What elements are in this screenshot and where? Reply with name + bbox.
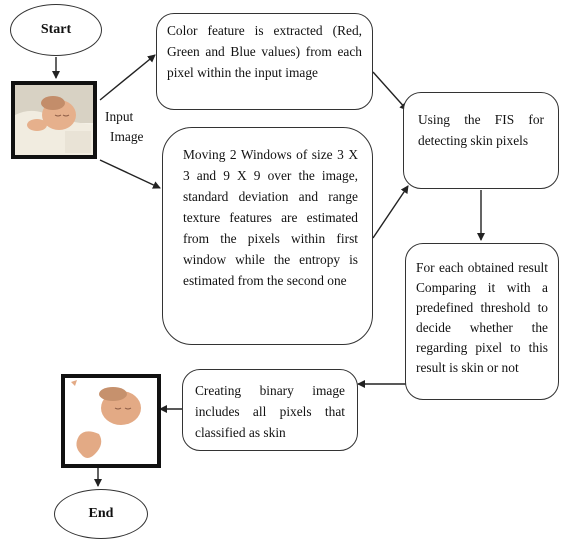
arrow-image-to-color — [99, 54, 156, 101]
input-image-label: Input Image — [105, 107, 143, 147]
fis-box: Using the FIS for detecting skin pixels — [403, 92, 559, 189]
arrow-image-to-texture — [99, 159, 161, 189]
arrow-texture-to-fis — [372, 185, 409, 239]
threshold-box: For each obtained result Comparing it wi… — [405, 243, 559, 400]
texture-feature-box: Moving 2 Windows of size 3 X 3 and 9 X 9… — [162, 127, 373, 345]
baby-photo-input-icon — [15, 85, 93, 155]
end-node: End — [54, 489, 148, 539]
baby-photo-skin-output-icon — [65, 378, 157, 464]
texture-feature-text: Moving 2 Windows of size 3 X 3 and 9 X 9… — [183, 147, 358, 288]
binary-image-text: Creating binary image includes all pixel… — [195, 383, 345, 440]
baby-photo-skin-output — [61, 374, 161, 468]
threshold-text: For each obtained result Comparing it wi… — [416, 260, 548, 375]
input-label-line2: Image — [110, 129, 144, 144]
baby-photo-input — [11, 81, 97, 159]
binary-image-box: Creating binary image includes all pixel… — [182, 369, 358, 451]
color-feature-box: Color feature is extracted (Red, Green a… — [156, 13, 373, 110]
start-node: Start — [10, 4, 102, 56]
fis-text: Using the FIS for detecting skin pixels — [418, 112, 544, 148]
input-label-line1: Input — [105, 109, 134, 124]
end-label: End — [88, 506, 114, 521]
start-label: Start — [40, 22, 72, 37]
arrow-color-to-fis — [372, 71, 408, 111]
color-feature-text: Color feature is extracted (Red, Green a… — [167, 23, 362, 80]
